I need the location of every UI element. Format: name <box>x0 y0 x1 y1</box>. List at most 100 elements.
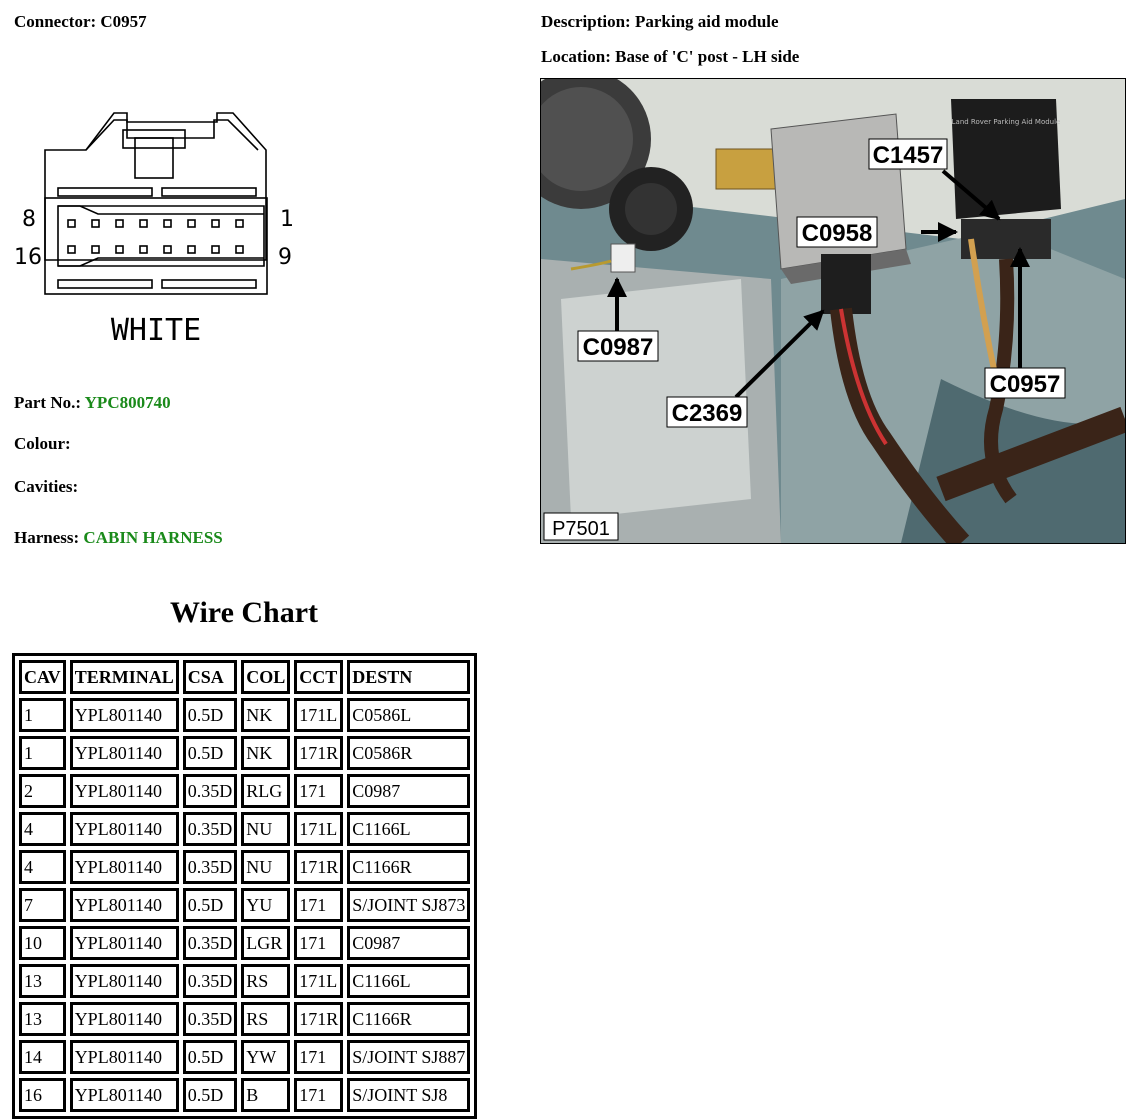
description-line: Description: Parking aid module <box>541 12 779 32</box>
table-cell: C1166R <box>347 850 471 884</box>
table-cell: LGR <box>241 926 291 960</box>
pin-cavity <box>187 245 196 254</box>
table-cell: 171 <box>294 888 344 922</box>
location-label: Location: <box>541 47 611 66</box>
table-cell: YPL801140 <box>69 1040 179 1074</box>
table-cell: 2 <box>19 774 66 808</box>
table-cell: 171R <box>294 1002 344 1036</box>
pin-cavity <box>235 219 244 228</box>
colour-label: Colour: <box>14 434 71 453</box>
table-cell: 0.35D <box>182 812 238 846</box>
table-cell: 4 <box>19 812 66 846</box>
callout-c0987: C0987 <box>583 334 654 361</box>
table-cell: 171R <box>294 736 344 770</box>
table-cell: 10 <box>19 926 66 960</box>
part-no-label: Part No.: <box>14 393 82 412</box>
wire-chart-title: Wire Chart <box>170 596 319 629</box>
table-cell: YPL801140 <box>69 926 179 960</box>
table-cell: 171L <box>294 698 344 732</box>
description-value: Parking aid module <box>634 12 779 31</box>
callout-c1457: C1457 <box>873 142 944 169</box>
table-cell: 4 <box>19 850 66 884</box>
pin-label-9: 9 <box>278 245 292 270</box>
table-cell: 0.35D <box>182 964 238 998</box>
pin-cavity <box>139 219 148 228</box>
table-cell: 171 <box>294 1040 344 1074</box>
callout-c0957: C0957 <box>990 371 1061 398</box>
table-cell: 1 <box>19 736 66 770</box>
pin-cavity <box>187 219 196 228</box>
table-cell: 171 <box>294 774 344 808</box>
pin-cavity <box>115 219 124 228</box>
location-photo: Land Rover Parking Aid Module C1457 C095… <box>540 78 1126 544</box>
table-cell: YPL801140 <box>69 698 179 732</box>
pin-cavity <box>211 219 220 228</box>
pin-label-8: 8 <box>22 207 36 232</box>
location-line: Location: Base of 'C' post - LH side <box>541 47 799 67</box>
pin-cavity <box>91 219 100 228</box>
table-cell: 1 <box>19 698 66 732</box>
location-value: Base of 'C' post - LH side <box>615 47 800 66</box>
pin-cavity <box>67 219 76 228</box>
table-cell: C0987 <box>347 926 471 960</box>
table-cell: 171R <box>294 850 344 884</box>
table-cell: YW <box>241 1040 291 1074</box>
table-cell: NU <box>241 850 291 884</box>
table-cell: RS <box>241 964 291 998</box>
table-cell: 0.35D <box>182 1002 238 1036</box>
table-cell: 0.35D <box>182 774 238 808</box>
table-cell: C1166R <box>347 1002 471 1036</box>
connector-colour-label: WHITE <box>111 313 201 348</box>
pin-label-1: 1 <box>280 207 294 232</box>
part-no-line: Part No.: YPC800740 <box>14 393 171 413</box>
table-cell: C0586R <box>347 736 471 770</box>
pin-label-16: 16 <box>14 245 42 270</box>
column-header: DESTN <box>347 660 471 694</box>
connector-label: Connector: <box>14 12 97 31</box>
pin-cavity <box>235 245 244 254</box>
table-cell: C1166L <box>347 812 471 846</box>
column-header: CAV <box>19 660 66 694</box>
pin-cavity <box>163 245 172 254</box>
table-cell: YPL801140 <box>69 964 179 998</box>
table-cell: NK <box>241 698 291 732</box>
table-cell: 0.5D <box>182 1078 238 1112</box>
column-header: COL <box>241 660 291 694</box>
table-cell: 0.35D <box>182 926 238 960</box>
table-cell: 7 <box>19 888 66 922</box>
table-cell: RS <box>241 1002 291 1036</box>
table-cell: 171 <box>294 926 344 960</box>
table-cell: YPL801140 <box>69 774 179 808</box>
pin-cavity <box>211 245 220 254</box>
table-cell: YU <box>241 888 291 922</box>
pin-cavity <box>115 245 124 254</box>
harness-value: CABIN HARNESS <box>83 528 223 547</box>
pin-cavity <box>67 245 76 254</box>
connector-value: C0957 <box>100 12 147 31</box>
table-cell: C0586L <box>347 698 471 732</box>
table-cell: NU <box>241 812 291 846</box>
pin-grid <box>67 219 244 254</box>
table-cell: 13 <box>19 1002 66 1036</box>
pin-cavity <box>91 245 100 254</box>
description-label: Description: <box>541 12 631 31</box>
table-cell: 0.5D <box>182 698 238 732</box>
table-cell: S/JOINT SJ887 <box>347 1040 471 1074</box>
column-header: CSA <box>182 660 238 694</box>
table-cell: 171L <box>294 812 344 846</box>
table-cell: C1166L <box>347 964 471 998</box>
table-cell: RLG <box>241 774 291 808</box>
table-cell: YPL801140 <box>69 1002 179 1036</box>
table-cell: B <box>241 1078 291 1112</box>
